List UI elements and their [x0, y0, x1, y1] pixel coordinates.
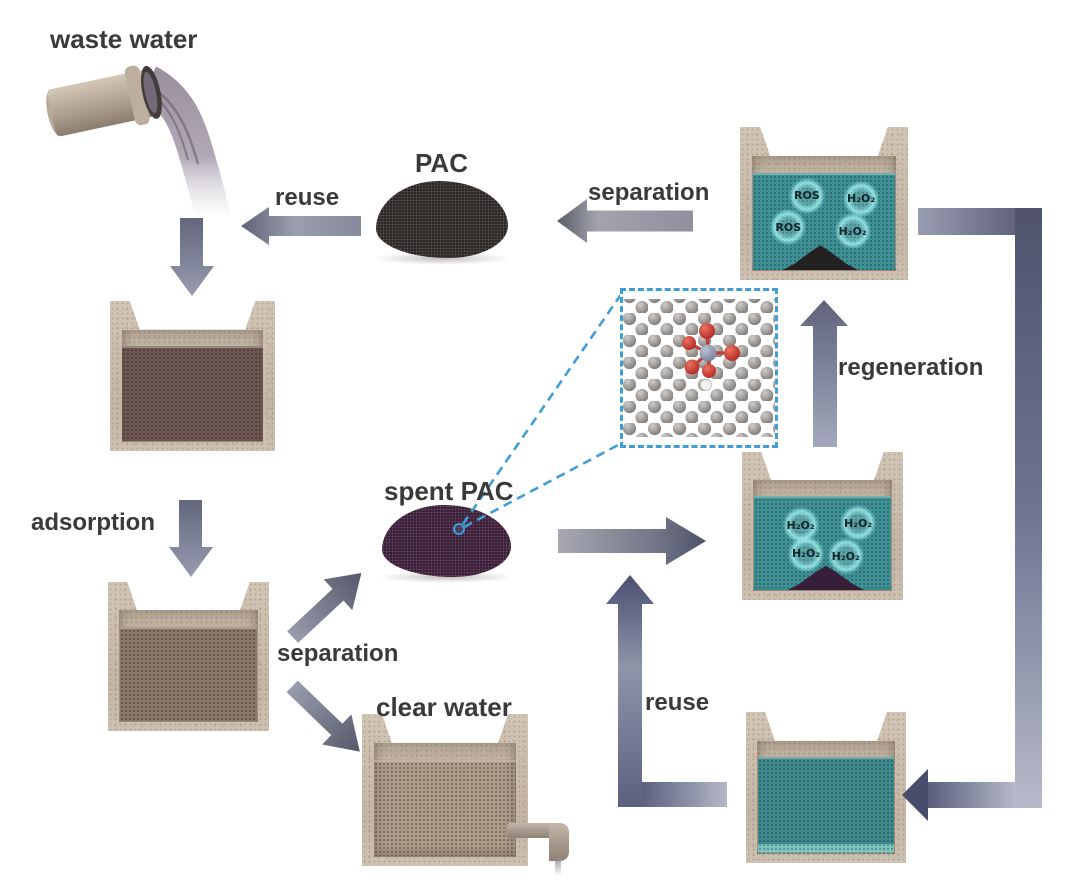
graphene-metal-complex	[623, 299, 775, 437]
separation-mid-label: separation	[277, 640, 399, 667]
arrow-reuse-bottom-elbow	[606, 575, 727, 807]
oxygen-atom	[699, 323, 715, 339]
murky-water	[122, 346, 263, 442]
arrow-separation-to-clear-water	[286, 680, 360, 752]
hydrogen-atom	[700, 379, 712, 391]
tank-floor	[758, 843, 894, 854]
h2o2-bubble: H₂O₂	[842, 179, 881, 218]
outlet-pipe-bend	[549, 823, 569, 861]
ros-bubble: ROS	[769, 208, 808, 247]
bubble-label: H₂O₂	[831, 549, 860, 563]
pipe-group	[46, 65, 162, 137]
oxygen-atom	[724, 345, 740, 361]
bubble-label: ROS	[793, 189, 820, 203]
arrow-separation-top	[557, 199, 693, 243]
h2o2-bubble: H₂O₂	[787, 534, 826, 573]
spent-pac-label: spent PAC	[384, 476, 514, 506]
tank-wastewater-mix	[110, 301, 275, 451]
pac-label: PAC	[415, 148, 468, 178]
tank-clear-water	[362, 714, 528, 866]
arrow-cycle-right-elbow	[902, 208, 1042, 821]
arrow-separation-to-spent-pac	[287, 572, 362, 643]
adsorption-label: adsorption	[31, 509, 155, 536]
h2o2-bubble: H₂O₂	[839, 504, 878, 543]
molecule-inset	[620, 288, 778, 448]
arrow-down-to-mix-tank	[170, 218, 214, 296]
tank-regenerated	[746, 712, 906, 863]
oxygen-atom	[682, 336, 696, 350]
teal-water-h2o2: H₂O₂ H₂O₂ H₂O₂ H₂O₂	[754, 496, 891, 591]
spent-pac-pile	[378, 505, 515, 583]
waste-water-pipe	[46, 65, 231, 222]
tank-h2o2: H₂O₂ H₂O₂ H₂O₂ H₂O₂	[742, 452, 903, 600]
pac-pile	[372, 181, 512, 265]
waste-water-label: waste water	[50, 24, 198, 54]
tank-settled	[108, 582, 269, 731]
metal-atom	[699, 344, 717, 362]
reuse-bottom-label: reuse	[645, 689, 710, 716]
bubble-label: H₂O₂	[786, 518, 815, 532]
clear-water	[374, 759, 516, 857]
spent-pac-powder	[382, 505, 511, 577]
bubble-label: ROS	[775, 220, 802, 234]
separation-top-label: separation	[588, 179, 710, 206]
teal-water-clean	[758, 757, 894, 854]
pac-powder	[376, 181, 508, 259]
h2o2-bubble: H₂O₂	[826, 537, 865, 576]
oxygen-atom	[702, 364, 716, 378]
arrow-regeneration-up	[800, 300, 848, 447]
bubble-label: H₂O₂	[838, 224, 867, 238]
tank-ros: ROS H₂O₂ ROS H₂O₂	[740, 127, 908, 280]
arrow-adsorption-down	[169, 500, 213, 577]
h2o2-bubble: H₂O₂	[833, 212, 872, 251]
reuse-top-label: reuse	[275, 184, 340, 211]
arrow-spent-pac-to-h2o2-tank	[558, 517, 706, 565]
oxygen-atom	[684, 359, 700, 375]
bubble-label: H₂O₂	[847, 192, 876, 206]
waste-water-stream	[139, 66, 231, 222]
bubble-label: H₂O₂	[843, 516, 873, 530]
arrow-reuse-top	[241, 207, 361, 245]
regeneration-label: regeneration	[838, 354, 984, 381]
clear-water-label: clear water	[376, 692, 512, 722]
bubble-label: H₂O₂	[791, 547, 821, 561]
stream-streak	[155, 89, 200, 165]
outlet-water-trickle	[555, 858, 561, 876]
settled-water	[120, 626, 257, 722]
teal-water-ros: ROS H₂O₂ ROS H₂O₂	[752, 172, 896, 271]
outlet-pipe	[507, 823, 557, 838]
